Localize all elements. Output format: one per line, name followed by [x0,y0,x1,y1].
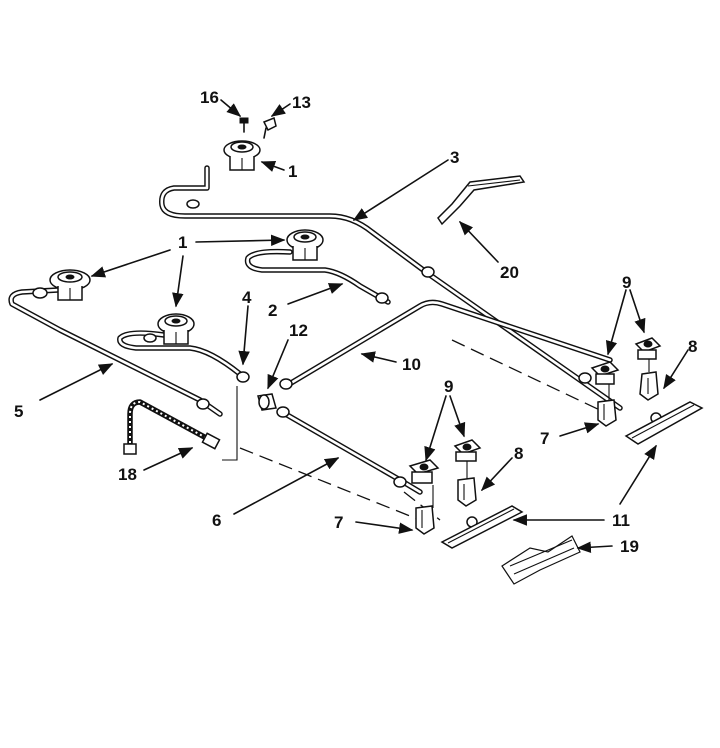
burner-valve-left [49,269,91,301]
tube-4 [117,330,243,377]
callout-8-right: 8 [688,337,697,356]
screw-13 [262,116,277,139]
callout-9-mid: 9 [444,377,453,396]
callout-8-mid: 8 [514,444,523,463]
tube-fittings [32,199,592,488]
callout-4: 4 [242,288,252,307]
tube-3 [159,165,623,411]
callout-16: 16 [200,88,219,107]
switch-9-right-a [590,361,620,385]
callout-6: 6 [212,511,221,530]
callout-7-left: 7 [334,513,343,532]
callout-1-top: 1 [288,162,297,181]
tube-5 [8,287,223,417]
leader-lines [39,99,689,553]
callout-12: 12 [289,321,308,340]
tube-10 [283,299,613,389]
callout-7-right: 7 [540,429,549,448]
bracket-20 [437,175,526,226]
callout-18: 18 [118,465,137,484]
callout-13: 13 [292,93,311,112]
callout-1-mid: 1 [178,233,187,252]
flex-hose-18 [123,399,221,455]
tube-2 [244,248,391,305]
switch-body-8-mid [457,477,477,507]
callout-9-right: 9 [622,273,631,292]
burner-valve-center [286,229,324,261]
callout-3: 3 [450,148,459,167]
control-panel-bar-11-mid [440,505,524,549]
switch-9-mid-b [453,439,482,462]
switch-body-7-right [597,399,617,427]
screw-16 [239,117,249,133]
control-panel-bar-11-right [624,401,704,445]
callout-20: 20 [500,263,519,282]
callout-10: 10 [402,355,421,374]
callout-5: 5 [14,402,23,421]
callout-11-mid: 11 [612,511,630,530]
orifice-fitting-12 [257,393,277,411]
switch-body-8-right [639,371,659,401]
burner-valve-lower [157,313,195,345]
callout-19: 19 [620,537,639,556]
switch-9-right-b [634,337,662,360]
callout-2: 2 [268,301,277,320]
top-burner-valve [223,140,261,171]
switch-9-mid-a [408,459,440,484]
shield-19 [501,535,581,585]
switch-body-7-left [415,505,435,535]
